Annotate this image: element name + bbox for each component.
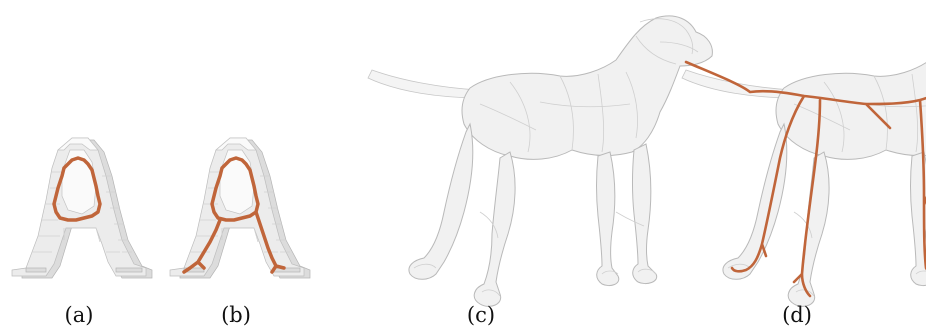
panel-d [682, 16, 926, 306]
caption-d: (d) [782, 303, 812, 327]
panel-c [368, 16, 712, 306]
caption-c: (c) [467, 303, 495, 327]
caption-a: (a) [65, 303, 94, 327]
caption-b: (b) [221, 303, 251, 327]
panel-b [170, 138, 310, 278]
panel-a [12, 138, 152, 278]
